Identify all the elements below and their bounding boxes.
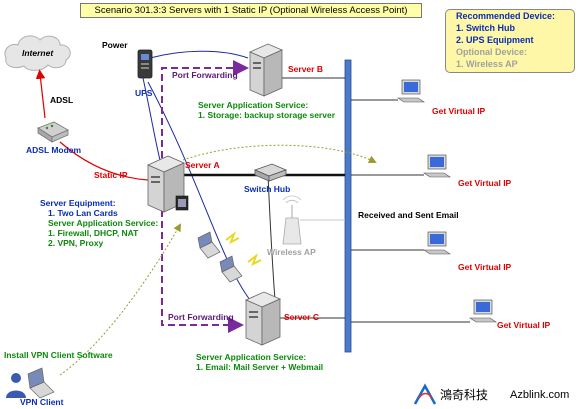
wireless-ap-icon	[282, 195, 302, 245]
server-c-service-heading: Server Application Service:	[196, 352, 307, 362]
server-c-icon	[245, 291, 281, 346]
adsl-modem-icon	[37, 121, 69, 143]
brand-site: Azblink.com	[510, 389, 570, 401]
install-vpn-label: Install VPN Client Software	[4, 350, 113, 360]
vpn-client-laptop-icon	[27, 367, 55, 399]
server-a-label: Server A	[185, 160, 220, 170]
ups-label: UPS	[135, 88, 153, 98]
server-b-icon	[249, 43, 283, 97]
server-b-service-heading: Server Application Service:	[198, 100, 309, 110]
client-pc-icon-2	[423, 154, 451, 178]
laptop-icon-2	[219, 255, 243, 283]
static-ip-link	[59, 141, 149, 181]
vpn-client-person-icon	[6, 373, 26, 398]
port-forwarding-path	[161, 60, 249, 158]
switch-to-server-c	[267, 174, 276, 301]
client-pc-icon-4	[469, 299, 497, 323]
server-b-service-item: 1. Storage: backup storage server	[198, 110, 336, 120]
server-a-service-heading: Server Application Service:	[48, 218, 159, 228]
client-pc-icon-1	[397, 79, 425, 103]
switch-hub-icon	[253, 163, 288, 182]
optional-item: 1. Wireless AP	[456, 59, 518, 69]
adsl-modem-label: ADSL Modem	[26, 145, 82, 155]
get-virtual-ip-label: Get Virtual IP	[432, 106, 486, 116]
server-a-service-item: 2. VPN, Proxy	[48, 238, 104, 248]
server-b-label: Server B	[288, 64, 323, 74]
email-flow-top	[182, 144, 377, 163]
internet-cloud-icon	[4, 35, 71, 71]
azblink-logo-icon	[413, 383, 437, 405]
power-line-c	[147, 81, 251, 301]
port-forwarding-label-c: Port Forwarding	[168, 312, 234, 322]
recommended-devices-box: Recommended Device: 1. Switch Hub 2. UPS…	[445, 9, 575, 73]
adsl-label: ADSL	[50, 95, 74, 105]
wireless-signal-icon	[225, 231, 240, 245]
get-virtual-ip-label: Get Virtual IP	[497, 320, 551, 330]
network-backbone	[344, 59, 352, 353]
adsl-link	[35, 69, 46, 119]
laptop-icon	[197, 231, 221, 259]
wireless-ap-label: Wireless AP	[267, 247, 316, 257]
vpn-client-label: VPN Client	[20, 397, 64, 407]
brand-chinese: 鴻奇科技	[440, 388, 489, 402]
optional-heading: Optional Device:	[456, 47, 528, 57]
power-line-a	[142, 77, 161, 161]
server-a-service-item: 1. Firewall, DHCP, NAT	[48, 228, 139, 238]
server-c-label: Server C	[284, 312, 319, 322]
switch-hub-label: Switch Hub	[244, 184, 291, 194]
ups-icon	[137, 49, 153, 79]
wireless-signal-icon-2	[247, 253, 262, 267]
power-label: Power	[102, 40, 128, 50]
get-virtual-ip-label: Get Virtual IP	[458, 262, 512, 272]
received-sent-email-label: Received and Sent Email	[358, 210, 459, 220]
port-forwarding-path-c	[161, 210, 244, 333]
port-forwarding-label: Port Forwarding	[172, 70, 238, 80]
recommended-item: 1. Switch Hub	[456, 23, 516, 33]
client-pc-icon-3	[423, 231, 451, 255]
server-equipment-item: 1. Two Lan Cards	[48, 208, 118, 218]
recommended-heading: Recommended Device:	[456, 11, 556, 21]
internet-label: Internet	[22, 48, 54, 58]
recommended-item: 2. UPS Equipment	[456, 35, 534, 45]
vpn-flow	[59, 223, 181, 376]
static-ip-label: Static IP	[94, 170, 128, 180]
server-c-service-item: 1. Email: Mail Server + Webmail	[196, 362, 324, 372]
get-virtual-ip-label: Get Virtual IP	[458, 178, 512, 188]
power-line-b	[149, 50, 249, 59]
server-a-icon	[147, 155, 189, 213]
diagram-title: Scenario 301.3:3 Servers with 1 Static I…	[80, 3, 422, 18]
server-equipment-heading: Server Equipment:	[40, 198, 116, 208]
